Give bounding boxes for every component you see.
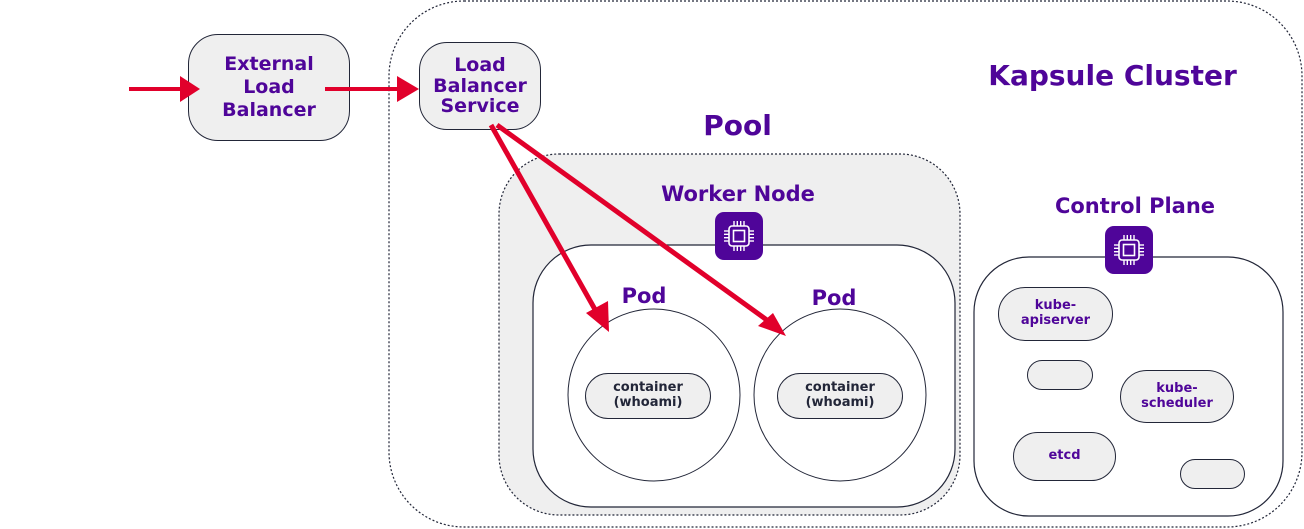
worker-node-cpu-icon bbox=[715, 212, 763, 260]
container-whoami-1: container (whoami) bbox=[585, 373, 711, 419]
container-whoami-2: container (whoami) bbox=[777, 373, 903, 419]
worker-node-title: Worker Node bbox=[661, 182, 815, 206]
kube-apiserver-component: kube- apiserver bbox=[998, 287, 1113, 341]
pod-title-1: Pod bbox=[621, 284, 667, 308]
external-load-balancer-box: External Load Balancer bbox=[188, 34, 350, 141]
component-label: etcd bbox=[1048, 448, 1081, 464]
load-balancer-service-box: Load Balancer Service bbox=[419, 42, 541, 130]
cpu-chip-icon bbox=[724, 221, 754, 251]
cluster-title: Kapsule Cluster bbox=[988, 59, 1237, 92]
component-label: kube- scheduler bbox=[1141, 380, 1213, 411]
component-label: kube- apiserver bbox=[1020, 298, 1091, 328]
control-plane-title: Control Plane bbox=[1054, 194, 1216, 218]
etcd-component: etcd bbox=[1013, 432, 1116, 481]
empty-component-2 bbox=[1180, 459, 1245, 489]
container-label: container (whoami) bbox=[613, 380, 683, 410]
control-plane-cpu-icon bbox=[1105, 226, 1153, 274]
external-load-balancer-label: External Load Balancer bbox=[222, 53, 316, 121]
empty-component-1 bbox=[1027, 360, 1093, 390]
load-balancer-service-label: Load Balancer Service bbox=[433, 53, 527, 118]
pod-title-2: Pod bbox=[811, 286, 857, 310]
cpu-chip-icon bbox=[1114, 235, 1144, 265]
container-label: container (whoami) bbox=[805, 380, 875, 410]
kube-scheduler-component: kube- scheduler bbox=[1120, 370, 1234, 423]
pool-title: Pool bbox=[703, 109, 772, 142]
